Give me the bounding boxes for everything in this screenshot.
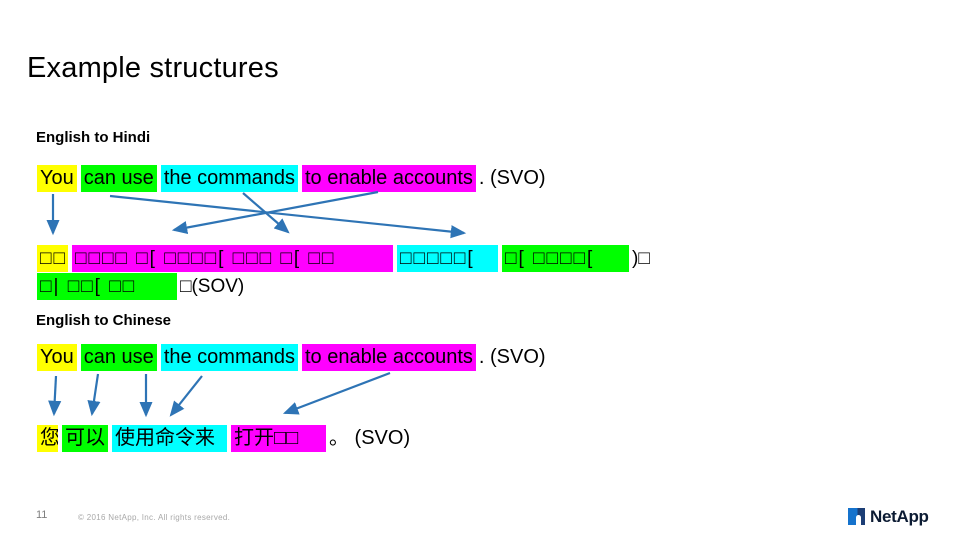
mapping-arrow: [87, 373, 101, 417]
text-segment: □(SOV): [180, 276, 245, 297]
netapp-logo-icon: [848, 508, 865, 525]
text-segment: can use: [80, 165, 157, 192]
text-segment: the commands: [160, 344, 298, 371]
mapping-arrow: [282, 371, 391, 415]
mapping-arrow: [48, 375, 62, 417]
text-segment: 。 (SVO): [329, 427, 411, 449]
text-segment: to enable accounts: [301, 344, 476, 371]
text-segment: can use: [80, 344, 157, 371]
mapping-arrow: [109, 194, 467, 239]
section-heading-english-to-hindi: English to Hindi: [36, 129, 151, 146]
text-segment: □□□□□[: [397, 245, 498, 272]
slide-title: Example structures: [27, 52, 279, 84]
netapp-logo-text: NetApp: [870, 507, 929, 526]
mapping-arrow: [171, 190, 379, 235]
page-number: 11: [36, 509, 48, 521]
text-segment: )□: [632, 248, 650, 269]
section-heading-english-to-chinese: English to Chinese: [36, 312, 172, 329]
text-segment: You: [37, 165, 77, 192]
target-sentence-hindi-line2: □| □□[ □□□(SOV): [37, 273, 251, 300]
text-segment: 使用命令来: [112, 425, 227, 452]
text-segment: . (SVO): [478, 346, 546, 368]
text-segment: □□: [37, 245, 68, 272]
copyright-text: © 2016 NetApp, Inc. All rights reserved.: [78, 513, 231, 522]
text-segment: . (SVO): [478, 167, 546, 189]
target-sentence-hindi-line1: □□□□□□ □[ □□□□[ □□□ □[ □□□□□□□[□[ □□□□[)…: [37, 245, 657, 272]
text-segment: □| □□[ □□: [37, 273, 177, 300]
text-segment: You: [37, 344, 77, 371]
text-segment: to enable accounts: [301, 165, 476, 192]
netapp-logo: NetApp: [848, 508, 929, 525]
mapping-arrow: [169, 375, 203, 417]
text-segment: □[ □□□□[: [502, 245, 629, 272]
text-segment: 您: [37, 425, 58, 452]
text-segment: the commands: [160, 165, 298, 192]
text-segment: 可以: [62, 425, 108, 452]
target-sentence-chinese: 您可以使用命令来打开□□。 (SVO): [37, 425, 417, 452]
text-segment: 打开□□: [231, 425, 326, 452]
text-segment: □□□□ □[ □□□□[ □□□ □[ □□: [72, 245, 393, 272]
mapping-arrow: [242, 192, 290, 234]
